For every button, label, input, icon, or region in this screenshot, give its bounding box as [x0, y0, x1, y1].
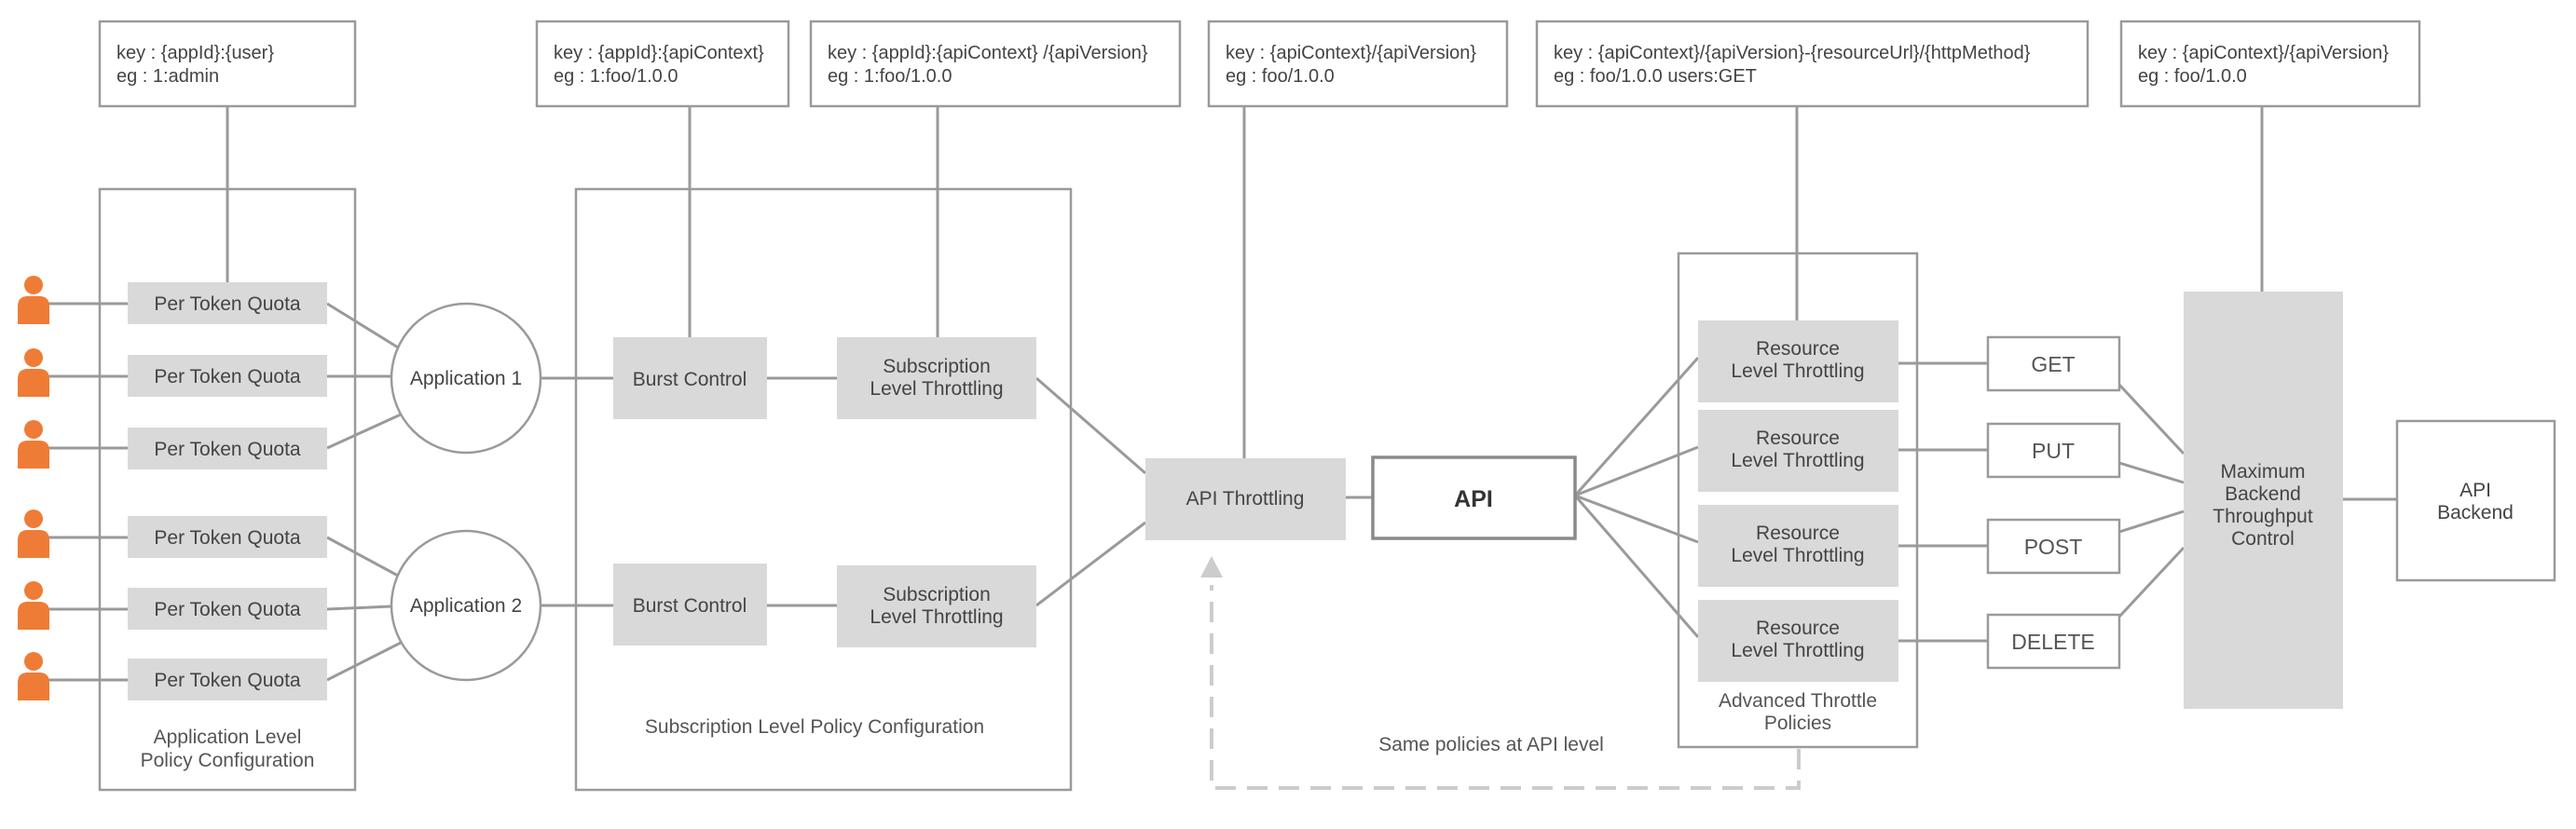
user-icon [18, 276, 49, 324]
method-box-get: GET [1986, 335, 2121, 392]
key-label: key : {apiContext}/{apiVersion}-{resourc… [1554, 43, 2031, 63]
quota-label: Per Token Quota [154, 366, 301, 387]
quota-label: Per Token Quota [154, 527, 301, 549]
app-level-caption-line2: Policy Configuration [141, 750, 315, 771]
quota-box: Per Token Quota [128, 428, 327, 469]
advanced-policies-frame [1677, 251, 1919, 749]
application-1-node: Application 1 [390, 302, 542, 455]
burst-label: Burst Control [633, 595, 747, 617]
api-backend-line2: Backend [2437, 502, 2514, 523]
subscription-throttling-line2: Level Throttling [870, 378, 1003, 400]
application-label: Application 2 [410, 595, 522, 617]
key-label: key : {appId}:{apiContext} /{apiVersion} [828, 43, 1148, 63]
key-box-app-context: key : {appId}:{apiContext} eg : 1:foo/1.… [535, 20, 790, 108]
subscription-throttling-line1: Subscription [883, 584, 991, 605]
method-box-delete: DELETE [1986, 613, 2121, 670]
user-icon [18, 581, 49, 630]
backend-control-line1: Maximum [2220, 461, 2305, 482]
method-label: POST [2024, 535, 2083, 559]
advanced-caption-line1: Advanced Throttle [1719, 690, 1877, 712]
quota-label: Per Token Quota [154, 439, 301, 460]
subscription-level-frame [574, 187, 1073, 792]
subscription-throttling-line2: Level Throttling [870, 606, 1003, 628]
api-throttling-label: API Throttling [1186, 488, 1305, 510]
key-example: eg : 1:admin [116, 66, 219, 87]
quota-box: Per Token Quota [128, 355, 327, 397]
arrow-up-icon [1200, 556, 1223, 578]
key-box-resource: key : {apiContext}/{apiVersion}-{resourc… [1535, 20, 2090, 108]
api-box: API [1371, 455, 1577, 540]
subscription-level-caption: Subscription Level Policy Configuration [645, 716, 984, 738]
resource-line2: Level Throttling [1731, 360, 1864, 382]
key-example: eg : 1:foo/1.0.0 [554, 66, 678, 87]
resource-line1: Resource [1756, 618, 1840, 639]
same-policies-loop: Same policies at API level [1200, 556, 1801, 790]
same-policies-label: Same policies at API level [1378, 734, 1604, 755]
quota-label: Per Token Quota [154, 293, 301, 315]
api-throttling-box: API Throttling [1145, 458, 1346, 540]
key-example: eg : 1:foo/1.0.0 [828, 66, 952, 87]
user-icon [18, 510, 49, 558]
subscription-throttling-box: Subscription Level Throttling [837, 565, 1036, 647]
backend-control-line2: Backend [2225, 483, 2301, 505]
backend-throughput-control-box: Maximum Backend Throughput Control [2184, 292, 2343, 709]
key-label: key : {apiContext}/{apiVersion} [2138, 43, 2389, 63]
api-backend-line1: API [2460, 480, 2491, 501]
quota-box: Per Token Quota [128, 282, 327, 324]
subscription-throttling-line1: Subscription [883, 356, 991, 377]
key-label: key : {appId}:{apiContext} [554, 43, 764, 63]
backend-control-line4: Control [2231, 528, 2295, 550]
key-box-context-version: key : {apiContext}/{apiVersion} eg : foo… [1207, 20, 1509, 108]
key-example: eg : foo/1.0.0 users:GET [1554, 66, 1757, 87]
burst-label: Burst Control [633, 369, 747, 390]
key-label: key : {appId}:{user} [116, 43, 274, 63]
application-2-node: Application 2 [390, 529, 542, 682]
key-label: key : {apiContext}/{apiVersion} [1226, 43, 1476, 63]
user-icon [18, 348, 49, 397]
application-label: Application 1 [410, 368, 522, 389]
resource-line1: Resource [1756, 523, 1840, 544]
burst-control-box: Burst Control [613, 337, 767, 419]
resource-throttling-box: Resource Level Throttling [1698, 505, 1898, 587]
resource-line2: Level Throttling [1731, 450, 1864, 471]
method-box-post: POST [1986, 518, 2121, 575]
method-label: DELETE [2011, 630, 2094, 654]
resource-throttling-box: Resource Level Throttling [1698, 600, 1898, 682]
application-level-frame [98, 187, 357, 792]
resource-throttling-box: Resource Level Throttling [1698, 320, 1898, 402]
method-label: GET [2031, 352, 2075, 376]
key-box-app-user: key : {appId}:{user} eg : 1:admin [98, 20, 357, 108]
resource-line1: Resource [1756, 338, 1840, 360]
key-example: eg : foo/1.0.0 [1226, 66, 1335, 87]
resource-line2: Level Throttling [1731, 545, 1864, 566]
user-icon [18, 420, 49, 469]
burst-control-box: Burst Control [613, 564, 767, 646]
subscription-throttling-box: Subscription Level Throttling [837, 337, 1036, 419]
quota-box: Per Token Quota [128, 659, 327, 700]
quota-box: Per Token Quota [128, 516, 327, 558]
user-icons [18, 276, 49, 700]
backend-control-line3: Throughput [2213, 506, 2313, 527]
method-box-put: PUT [1986, 422, 2121, 479]
quota-box: Per Token Quota [128, 588, 327, 630]
method-label: PUT [2032, 439, 2075, 463]
key-example: eg : foo/1.0.0 [2138, 66, 2247, 87]
key-box-app-context-version: key : {appId}:{apiContext} /{apiVersion}… [809, 20, 1182, 108]
quota-label: Per Token Quota [154, 670, 301, 691]
advanced-caption-line2: Policies [1764, 713, 1831, 734]
key-box-backend: key : {apiContext}/{apiVersion} eg : foo… [2119, 20, 2421, 108]
resource-line2: Level Throttling [1731, 640, 1864, 661]
resource-throttling-box: Resource Level Throttling [1698, 410, 1898, 492]
quota-label: Per Token Quota [154, 599, 301, 620]
api-backend-box: API Backend [2395, 419, 2556, 582]
user-icon [18, 652, 49, 700]
resource-line1: Resource [1756, 428, 1840, 449]
app-level-caption-line1: Application Level [154, 727, 302, 748]
api-label: API [1454, 486, 1493, 512]
